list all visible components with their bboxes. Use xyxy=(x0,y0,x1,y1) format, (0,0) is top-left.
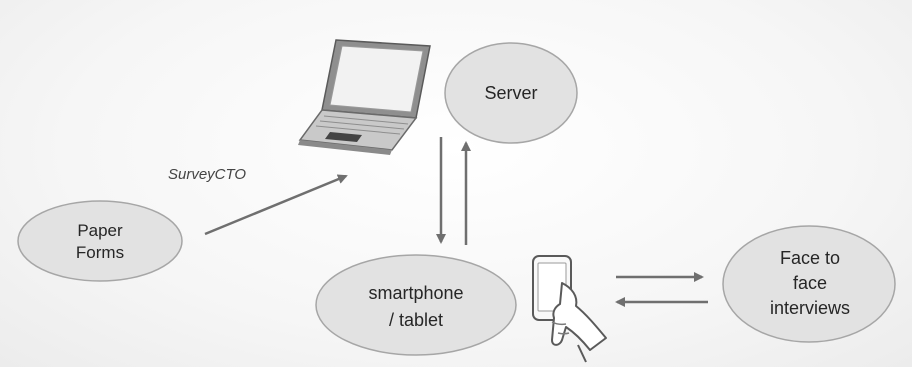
smartphone-tablet-node xyxy=(315,254,517,356)
paper-forms-node xyxy=(17,200,183,282)
surveycto-label: SurveyCTO xyxy=(168,166,247,183)
face-to-face-node xyxy=(722,225,896,343)
face-to-face-label: Face to face interviews xyxy=(769,248,851,318)
arrow-paper-to-laptop xyxy=(204,174,348,236)
smartphone-tablet-label: smartphone / tablet xyxy=(368,283,464,330)
server-label: Server xyxy=(484,83,538,103)
server-node xyxy=(444,42,578,144)
laptop-icon xyxy=(298,39,431,155)
paper-forms-label: Paper Forms xyxy=(75,221,125,262)
hand-holding-phone-icon xyxy=(532,255,607,363)
